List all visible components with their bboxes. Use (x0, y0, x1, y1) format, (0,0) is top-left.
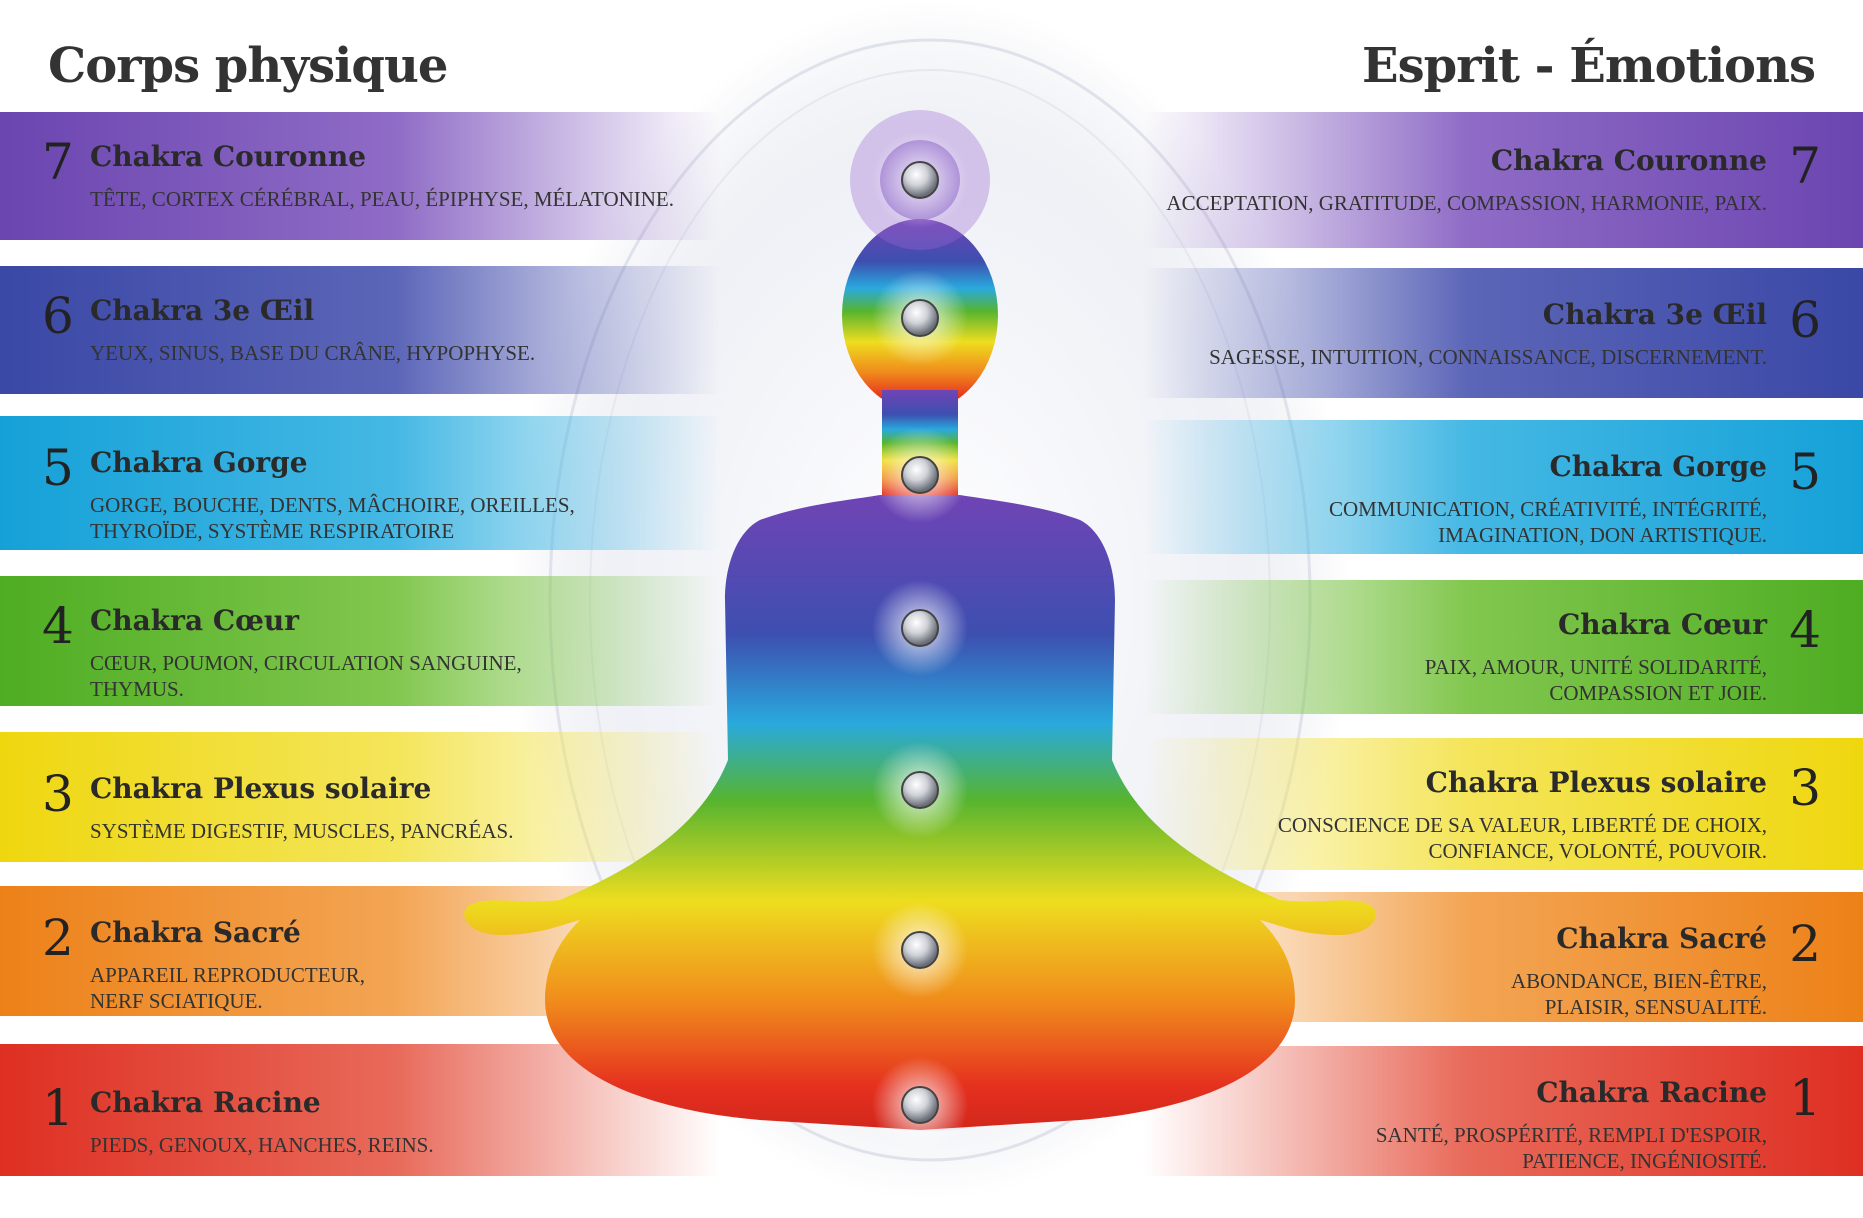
chakra-entry-left-7: 7 Chakra Couronne TÊTE, CORTEX CÉRÉBRAL,… (0, 114, 700, 240)
chakra-point-3 (872, 742, 968, 838)
chakra-number: 4 (42, 597, 74, 655)
chakra-emotions: SANTÉ, PROSPÉRITÉ, REMPLI D'ESPOIR, PATI… (1375, 1123, 1767, 1173)
chakra-number: 7 (1789, 137, 1821, 195)
chakra-entry-right-2: 2 Chakra Sacré ABONDANCE, BIEN-ÊTRE, PLA… (1143, 896, 1863, 1022)
chakra-number: 3 (42, 765, 74, 823)
chakra-number: 2 (42, 909, 74, 967)
chakra-body-parts: GORGE, BOUCHE, DENTS, MÂCHOIRE, OREILLES… (90, 493, 575, 543)
chakra-entry-right-3: 3 Chakra Plexus solaire CONSCIENCE DE SA… (1143, 740, 1863, 866)
chakra-number: 6 (1789, 291, 1821, 349)
chakra-entry-left-2: 2 Chakra Sacré APPAREIL REPRODUCTEUR, NE… (0, 890, 700, 1016)
band-left-5 (0, 416, 720, 550)
chakra-number: 5 (1789, 443, 1821, 501)
chakra-entry-right-7: 7 Chakra Couronne ACCEPTATION, GRATITUDE… (1143, 118, 1863, 244)
chakra-number: 5 (42, 439, 74, 497)
band-left-6 (0, 266, 720, 394)
chakra-number: 3 (1789, 759, 1821, 817)
band-right-6 (1143, 268, 1863, 398)
chakra-point-7 (872, 132, 968, 228)
band-left-3 (0, 732, 720, 862)
chakra-point-6 (872, 270, 968, 366)
chakra-name: Chakra Couronne (1490, 144, 1767, 177)
chakra-body-parts: YEUX, SINUS, BASE DU CRÂNE, HYPOPHYSE. (90, 341, 536, 365)
chakra-emotions: ACCEPTATION, GRATITUDE, COMPASSION, HARM… (1166, 191, 1767, 215)
chakra-name: Chakra Plexus solaire (1425, 766, 1767, 799)
chakra-emotions: ABONDANCE, BIEN-ÊTRE, PLAISIR, SENSUALIT… (1510, 969, 1767, 1019)
band-left-7 (0, 112, 720, 240)
chakra-name: Chakra Racine (1536, 1076, 1767, 1109)
chakra-point-5 (872, 427, 968, 523)
chakra-name: Chakra Cœur (1557, 608, 1767, 641)
chakra-emotions: COMMUNICATION, CRÉATIVITÉ, INTÉGRITÉ, IM… (1328, 497, 1767, 547)
band-right-5 (1143, 420, 1863, 554)
chakra-entry-left-3: 3 Chakra Plexus solaire SYSTÈME DIGESTIF… (0, 746, 700, 872)
chakra-point-1 (872, 1057, 968, 1153)
chakra-name: Chakra Couronne (90, 140, 367, 173)
chakra-emotions: SAGESSE, INTUITION, CONNAISSANCE, DISCER… (1209, 345, 1767, 369)
chakra-number: 1 (1789, 1069, 1821, 1127)
band-right-3 (1143, 738, 1863, 870)
chakra-name: Chakra Gorge (1549, 450, 1767, 483)
chakra-number: 1 (42, 1079, 74, 1137)
chakra-name: Chakra Cœur (90, 604, 300, 637)
chakra-entry-right-1: 1 Chakra Racine SANTÉ, PROSPÉRITÉ, REMPL… (1143, 1050, 1863, 1176)
chakra-number: 7 (42, 133, 74, 191)
chakra-body-parts: PIEDS, GENOUX, HANCHES, REINS. (90, 1133, 434, 1157)
chakra-name: Chakra Plexus solaire (90, 772, 432, 805)
chakra-point-2 (872, 902, 968, 998)
chakra-points (872, 132, 968, 1153)
chakra-entry-right-6: 6 Chakra 3e Œil SAGESSE, INTUITION, CONN… (1143, 272, 1863, 398)
chakra-entry-left-1: 1 Chakra Racine PIEDS, GENOUX, HANCHES, … (0, 1060, 700, 1186)
chakra-name: Chakra 3e Œil (90, 294, 315, 327)
chakra-body-parts: TÊTE, CORTEX CÉRÉBRAL, PEAU, ÉPIPHYSE, M… (90, 187, 675, 211)
chakra-name: Chakra Racine (90, 1086, 321, 1119)
chakra-point-4 (872, 580, 968, 676)
chakra-body-parts: CŒUR, POUMON, CIRCULATION SANGUINE, THYM… (90, 651, 522, 701)
chakra-emotions: PAIX, AMOUR, UNITÉ SOLIDARITÉ, COMPASSIO… (1424, 655, 1767, 705)
chakra-entry-right-5: 5 Chakra Gorge COMMUNICATION, CRÉATIVITÉ… (1143, 424, 1863, 550)
band-right-4 (1143, 580, 1863, 714)
right-column-title: Esprit - Émotions (1362, 38, 1816, 94)
chakra-name: Chakra Sacré (1556, 922, 1767, 955)
chakra-entry-left-5: 5 Chakra Gorge GORGE, BOUCHE, DENTS, MÂC… (0, 420, 700, 546)
chakra-entry-left-6: 6 Chakra 3e Œil YEUX, SINUS, BASE DU CRÂ… (0, 268, 700, 394)
band-right-7 (1143, 112, 1863, 248)
chakra-name: Chakra Sacré (90, 916, 301, 949)
chakra-number: 4 (1789, 601, 1821, 659)
chakra-emotions: CONSCIENCE DE SA VALEUR, LIBERTÉ DE CHOI… (1277, 813, 1767, 863)
chakra-entry-left-4: 4 Chakra Cœur CŒUR, POUMON, CIRCULATION … (0, 578, 700, 704)
chakra-body-parts: SYSTÈME DIGESTIF, MUSCLES, PANCRÉAS. (90, 819, 514, 843)
chakra-name: Chakra Gorge (90, 446, 308, 479)
band-right-1 (1143, 1046, 1863, 1176)
chakra-name: Chakra 3e Œil (1542, 298, 1767, 331)
chakra-number: 6 (42, 287, 74, 345)
chakra-number: 2 (1789, 915, 1821, 973)
band-left-4 (0, 576, 720, 706)
left-column-title: Corps physique (48, 38, 448, 94)
chakra-entry-right-4: 4 Chakra Cœur PAIX, AMOUR, UNITÉ SOLIDAR… (1143, 582, 1863, 708)
chakra-body-parts: APPAREIL REPRODUCTEUR, NERF SCIATIQUE. (90, 963, 365, 1013)
